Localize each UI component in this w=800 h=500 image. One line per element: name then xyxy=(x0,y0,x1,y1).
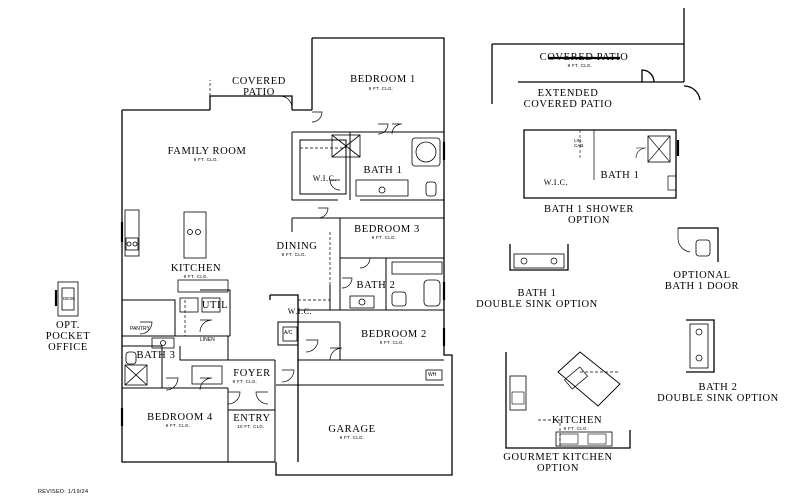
bath1-shower-lin-cab: LIN. CAB. xyxy=(574,138,585,148)
bedroom3-ceiling: 9 FT. CLG. xyxy=(371,235,397,240)
bedroom4-label: BEDROOM 4 xyxy=(147,412,213,423)
bedroom4-ceiling: 9 FT. CLG. xyxy=(165,423,191,428)
entry-ceiling: 10 FT. CLG. xyxy=(237,424,265,429)
gourmet-kitchen-option xyxy=(505,351,631,449)
dining-label: DINING xyxy=(276,241,318,252)
desk-label: DESK xyxy=(63,296,76,301)
ext-patio-ceiling: 9 FT. CLG. xyxy=(567,63,593,68)
pantry-label: PANTRY xyxy=(130,326,150,332)
wic-main-label: W.I.C. xyxy=(312,174,338,183)
family-room-ceiling: 9 FT. CLG. xyxy=(193,157,219,162)
linen-label: LINEN xyxy=(200,337,215,343)
bedroom3-label: BEDROOM 3 xyxy=(354,224,420,235)
bath3-label: BATH 3 xyxy=(136,350,176,361)
ac-label: A/C xyxy=(284,330,293,336)
bath1-double-sink-caption: BATH 1 DOUBLE SINK OPTION xyxy=(476,288,598,310)
gourmet-kitchen-ceiling: 9 FT. CLG. xyxy=(563,426,589,431)
gourmet-kitchen-label: KITCHEN xyxy=(551,415,603,426)
ext-patio-option xyxy=(491,8,701,104)
water-heater-label: WH xyxy=(428,372,437,378)
bath1-door-caption: OPTIONAL BATH 1 DOOR xyxy=(664,270,740,292)
gourmet-kitchen-caption: GOURMET KITCHEN OPTION xyxy=(503,452,613,474)
bath1-double-sink-option xyxy=(509,244,569,271)
foyer-label: FOYER xyxy=(233,368,271,379)
bath2-double-sink-option xyxy=(686,319,715,373)
ext-patio-title: COVERED PATIO xyxy=(539,52,629,63)
dining-ceiling: 9 FT. CLG. xyxy=(281,252,307,257)
bedroom1-label: BEDROOM 1 xyxy=(350,74,416,85)
revised-date: REVISED: 1/19/24 xyxy=(38,489,89,495)
ext-patio-caption: EXTENDED COVERED PATIO xyxy=(523,88,613,110)
entry-label: ENTRY xyxy=(233,413,271,424)
bedroom2-ceiling: 9 FT. CLG. xyxy=(379,340,405,345)
garage-ceiling: 9 FT. CLG. xyxy=(339,435,365,440)
bath1-label: BATH 1 xyxy=(363,165,403,176)
family-room-label: FAMILY ROOM xyxy=(167,146,247,157)
bath2-double-sink-caption: BATH 2 DOUBLE SINK OPTION xyxy=(657,382,779,404)
bedroom2-label: BEDROOM 2 xyxy=(361,329,427,340)
kitchen-ceiling: 9 FT. CLG. xyxy=(183,274,209,279)
garage-label: GARAGE xyxy=(328,424,376,435)
bath1-shower-option xyxy=(523,129,677,199)
bath2-label: BATH 2 xyxy=(356,280,396,291)
bath1-shower-wic: W.I.C. xyxy=(543,178,569,187)
bath1-shower-bath: BATH 1 xyxy=(600,170,640,181)
windows xyxy=(54,56,680,426)
wic2-label: W.I.C. xyxy=(287,307,313,316)
door-swings xyxy=(139,95,403,405)
fixtures xyxy=(57,134,443,386)
opt-pocket-office-label: OPT. POCKET OFFICE xyxy=(45,320,91,353)
bath1-door-option xyxy=(677,227,719,262)
foyer-ceiling: 9 FT. CLG. xyxy=(232,379,258,384)
covered-patio-label: COVERED PATIO xyxy=(232,76,286,98)
bedroom1-ceiling: 9 FT. CLG. xyxy=(368,86,394,91)
util-label: UTIL xyxy=(201,300,229,311)
bath1-shower-caption: BATH 1 SHOWER OPTION xyxy=(543,204,635,226)
kitchen-label: KITCHEN xyxy=(170,263,222,274)
